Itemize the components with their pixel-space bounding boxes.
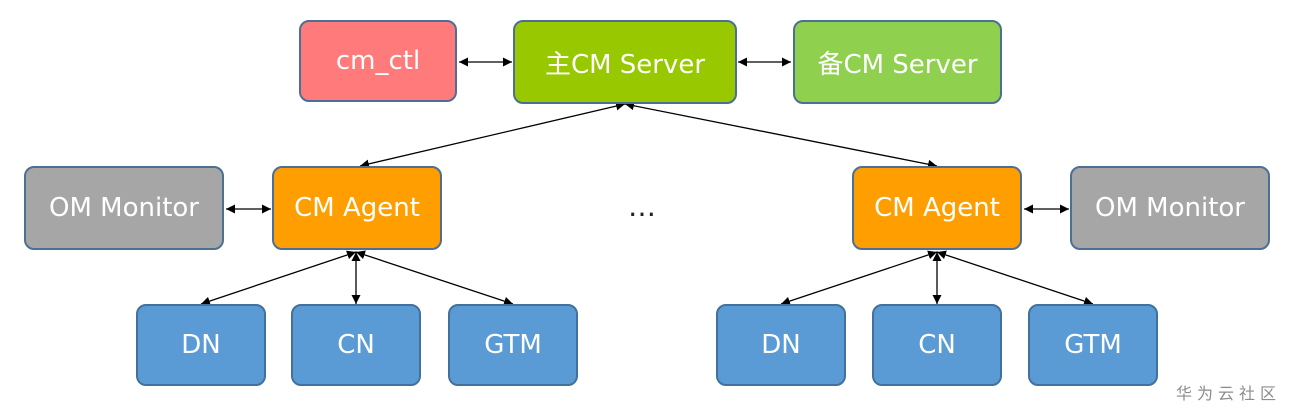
- primary-cm-server-node: 主CM Server: [513, 20, 737, 104]
- right-gtm-node: GTM: [1028, 304, 1158, 386]
- left-dn-label: DN: [181, 330, 221, 360]
- right-cm-agent-label: CM Agent: [874, 193, 1000, 223]
- standby-cm-server-node: 备CM Server: [793, 20, 1002, 104]
- edge-primary-left-agent: [359, 101, 626, 169]
- cm-ctl-label: cm_ctl: [335, 46, 421, 76]
- edge-right-agent-dn: [780, 250, 938, 306]
- right-om-monitor-label: OM Monitor: [1095, 193, 1245, 223]
- left-cm-agent-label: CM Agent: [294, 193, 420, 223]
- cm-ctl-node: cm_ctl: [299, 20, 457, 102]
- left-gtm-node: GTM: [448, 304, 578, 386]
- left-cn-node: CN: [291, 304, 421, 386]
- left-cm-agent-node: CM Agent: [272, 166, 442, 250]
- standby-cm-server-label: 备CM Server: [817, 49, 978, 80]
- right-dn-node: DN: [716, 304, 846, 386]
- edge-primary-right-agent: [624, 101, 938, 169]
- right-cn-label: CN: [918, 330, 956, 360]
- right-gtm-label: GTM: [1064, 330, 1122, 360]
- left-om-monitor-label: OM Monitor: [49, 193, 199, 223]
- primary-cm-server-label: 主CM Server: [544, 49, 706, 80]
- edge-right-agent-gtm: [936, 250, 1094, 306]
- left-dn-node: DN: [136, 304, 266, 386]
- more-nodes-ellipsis: …: [628, 190, 656, 223]
- right-dn-label: DN: [761, 330, 801, 360]
- left-cn-label: CN: [337, 330, 375, 360]
- right-cn-node: CN: [872, 304, 1002, 386]
- watermark-text: 华为云社区: [1176, 384, 1282, 403]
- left-om-monitor-node: OM Monitor: [24, 166, 224, 250]
- right-om-monitor-node: OM Monitor: [1070, 166, 1270, 250]
- left-gtm-label: GTM: [484, 330, 542, 360]
- edge-left-agent-gtm: [355, 250, 514, 306]
- edge-left-agent-dn: [200, 250, 357, 306]
- right-cm-agent-node: CM Agent: [852, 166, 1022, 250]
